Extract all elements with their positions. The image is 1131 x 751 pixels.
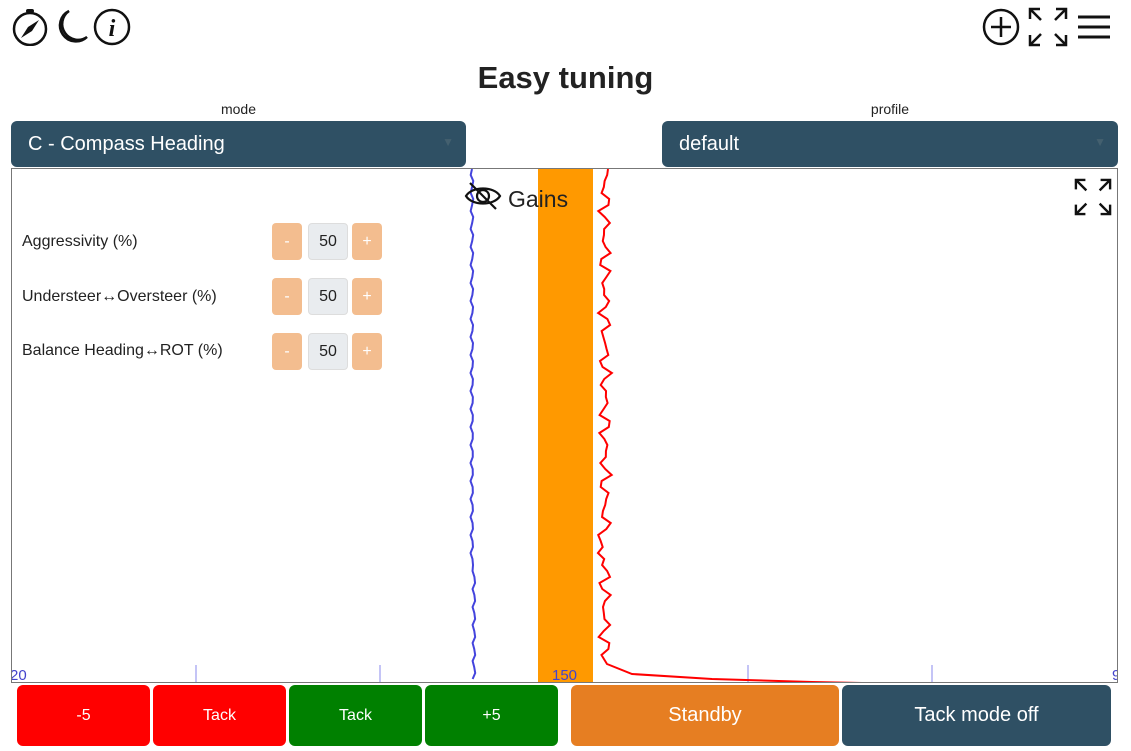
profile-value: default — [679, 133, 740, 155]
night-mode-icon[interactable] — [52, 8, 90, 46]
panel-fullscreen-icon[interactable] — [1074, 178, 1112, 221]
heading-band — [538, 169, 593, 682]
add-icon[interactable] — [982, 8, 1020, 46]
mode-value: C - Compass Heading — [28, 133, 225, 155]
page-title: Easy tuning — [477, 60, 654, 95]
axis-label: 9 — [1112, 667, 1117, 682]
rudder-trace — [596, 169, 863, 682]
chevron-down-icon: ▼ — [1094, 135, 1106, 149]
tack-mode-button[interactable]: Tack mode off — [842, 685, 1111, 746]
info-icon[interactable]: i — [93, 8, 131, 46]
profile-select[interactable]: default ▼ — [662, 121, 1118, 167]
axis-label: 150 — [552, 667, 578, 683]
standby-button[interactable]: Standby — [571, 685, 839, 746]
heading-plot — [195, 169, 933, 682]
compass-icon[interactable] — [11, 8, 49, 46]
gain-value[interactable]: 50 — [308, 333, 348, 370]
eye-off-icon — [464, 181, 502, 217]
tack-port-button[interactable]: Tack — [153, 685, 286, 746]
heading-trace — [469, 169, 477, 680]
gain-label: Balance Heading↔ROT (%) — [22, 342, 223, 359]
menu-icon[interactable] — [1077, 14, 1111, 40]
svg-text:i: i — [109, 16, 116, 42]
gain-value[interactable]: 50 — [308, 278, 348, 315]
mode-select[interactable]: C - Compass Heading ▼ — [11, 121, 466, 167]
minus-5-button[interactable]: -5 — [17, 685, 150, 746]
decrement-button[interactable]: - — [272, 278, 302, 315]
chevron-down-icon: ▼ — [442, 135, 454, 149]
gains-panel: 20 150 9 Gains Aggressivity (%) - 50 + U… — [11, 168, 1118, 683]
gains-title: Gains — [508, 185, 569, 212]
gain-value[interactable]: 50 — [308, 223, 348, 260]
plus-5-button[interactable]: +5 — [425, 685, 558, 746]
increment-button[interactable]: + — [352, 333, 382, 370]
decrement-button[interactable]: - — [272, 223, 302, 260]
mode-label: mode — [220, 101, 257, 117]
tack-starboard-button[interactable]: Tack — [289, 685, 422, 746]
increment-button[interactable]: + — [352, 223, 382, 260]
gains-toggle[interactable]: Gains — [464, 181, 568, 217]
gain-label: Understeer↔Oversteer (%) — [22, 288, 217, 305]
fullscreen-icon[interactable] — [1028, 7, 1068, 47]
profile-label: profile — [870, 101, 910, 117]
increment-button[interactable]: + — [352, 278, 382, 315]
gain-label: Aggressivity (%) — [22, 233, 138, 250]
decrement-button[interactable]: - — [272, 333, 302, 370]
axis-label: 20 — [11, 667, 27, 683]
